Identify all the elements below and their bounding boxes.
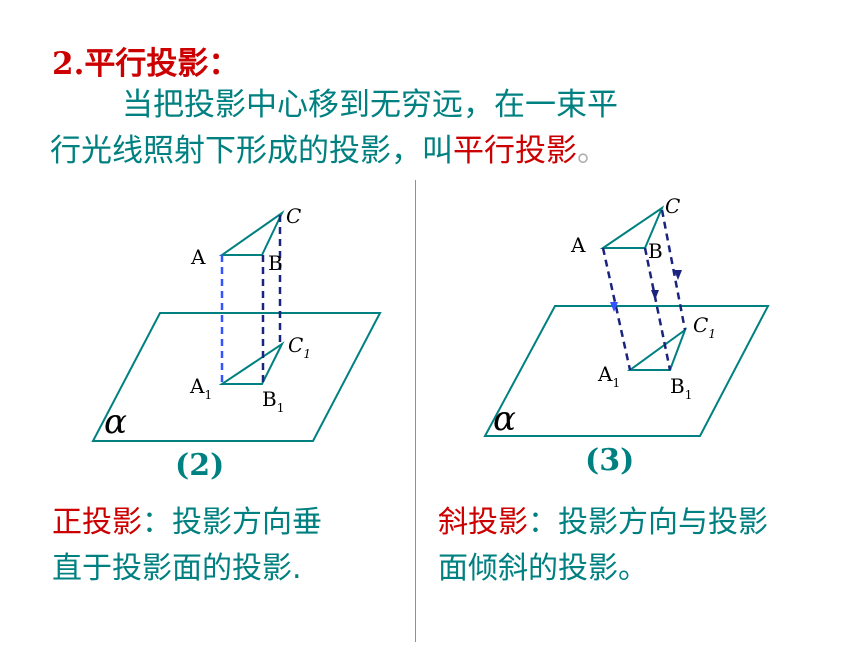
point-b1-sub-right: 1 xyxy=(685,388,693,402)
oblique-desc-line-2: 面倾斜的投影。 xyxy=(438,551,648,586)
point-c1-sub-right: 1 xyxy=(708,327,716,341)
point-c1-letter-right: C xyxy=(693,313,708,337)
figure-oblique xyxy=(483,205,770,437)
figure-caption-left: (2) xyxy=(175,448,225,483)
point-b1-letter-left: B xyxy=(262,387,277,411)
arrow-head-b xyxy=(651,290,659,300)
plane-alpha-label-left: α xyxy=(104,402,127,442)
paragraph-line-2: 行光线照射下形成的投影，叫 xyxy=(50,133,453,169)
column-divider xyxy=(415,180,416,642)
paragraph-line-1: 当把投影中心移到无穷远，在一束平 xyxy=(122,87,618,123)
plane-alpha-label-right: α xyxy=(493,399,516,439)
figure-orthogonal xyxy=(91,210,382,442)
point-c-label-left: C xyxy=(286,204,301,228)
arrow-head-a xyxy=(610,302,618,312)
triangle-abc-right xyxy=(599,205,665,249)
orthogonal-desc-line-1: ：投影方向垂 xyxy=(142,505,322,540)
point-c1-label-left: C1 xyxy=(288,333,311,361)
plane-left xyxy=(91,312,382,442)
point-b-label-right: B xyxy=(648,239,663,263)
orthogonal-desc-line-2: 直于投影面的投影. xyxy=(52,551,302,586)
description-oblique: 斜投影：投影方向与投影 面倾斜的投影。 xyxy=(438,500,858,592)
projection-line-c-right xyxy=(660,209,687,331)
orthogonal-term: 正投影 xyxy=(52,505,142,540)
figure-oblique-labels: A B C C1 A1 B1 α xyxy=(493,194,716,439)
point-a1-label-right: A1 xyxy=(597,362,620,390)
paragraph-period: 。 xyxy=(577,133,608,169)
point-a-label-right: A xyxy=(570,233,586,257)
point-c1-label-right: C1 xyxy=(693,313,716,341)
parallel-projection-term: 平行投影 xyxy=(453,133,577,169)
point-b1-label-right: B1 xyxy=(670,374,692,402)
description-orthogonal: 正投影：投影方向垂 直于投影面的投影. xyxy=(52,500,407,592)
point-c1-letter-left: C xyxy=(288,333,303,357)
projection-line-b-right xyxy=(643,247,672,371)
point-a-label-left: A xyxy=(190,245,206,269)
oblique-term: 斜投影 xyxy=(438,505,528,540)
triangle-a1b1c1-left xyxy=(218,341,285,385)
section-heading: 2.平行投影： xyxy=(52,46,240,82)
point-b1-letter-right: B xyxy=(670,374,685,398)
point-a1-letter-left: A xyxy=(189,374,205,398)
definition-paragraph: 当把投影中心移到无穷远，在一束平 行光线照射下形成的投影，叫平行投影。 xyxy=(50,82,770,174)
point-c-label-right: C xyxy=(665,194,680,218)
point-c1-sub-left: 1 xyxy=(303,347,311,361)
point-a1-sub-right: 1 xyxy=(612,376,620,390)
point-a1-letter-right: A xyxy=(597,362,613,386)
figure-caption-right: (3) xyxy=(585,443,635,478)
point-a1-sub-left: 1 xyxy=(204,388,212,402)
projection-line-a-right xyxy=(601,247,632,371)
plane-right xyxy=(483,305,770,437)
point-b1-label-left: B1 xyxy=(262,387,284,415)
point-b1-sub-left: 1 xyxy=(277,401,285,415)
triangle-a1b1c1-right xyxy=(626,327,688,371)
figure-orthogonal-labels: A B C C1 A1 B1 α xyxy=(104,204,311,442)
oblique-desc-line-1: ：投影方向与投影 xyxy=(528,505,768,540)
arrow-head-c xyxy=(674,270,682,280)
point-a1-label-left: A1 xyxy=(189,374,212,402)
point-b-label-left: B xyxy=(268,251,283,275)
triangle-abc-left xyxy=(218,210,285,256)
